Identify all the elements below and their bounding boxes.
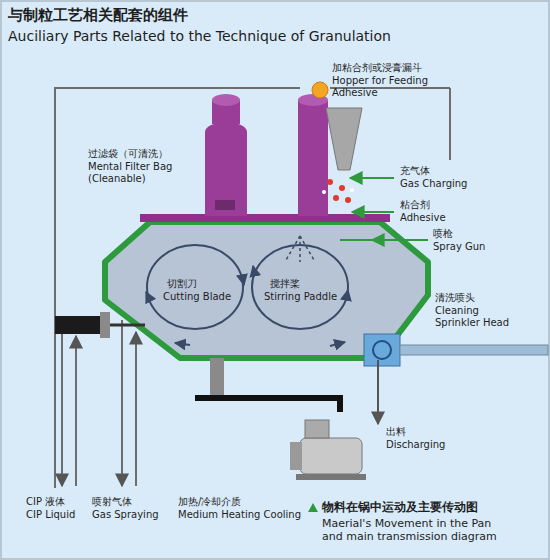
part-label: CIP Liquid — [26, 509, 75, 521]
hopper-part-part — [350, 188, 354, 192]
part-label: Spray Gun — [433, 241, 485, 253]
drive-part — [296, 474, 366, 480]
caption-text: Maerial's Movement in the Pan and main t… — [322, 517, 512, 543]
feed-arrows-part — [340, 239, 372, 241]
title: 与制粒工艺相关配套的组件 — [8, 6, 188, 24]
spray-pattern-part — [300, 236, 314, 260]
drive-part — [290, 442, 302, 470]
filter-bag-tower-part — [212, 94, 240, 106]
frame-lines-part — [75, 336, 77, 486]
material-flow-part — [147, 245, 243, 329]
spray-pattern-part — [299, 236, 301, 262]
part-label: Adhesive — [400, 212, 446, 224]
filter-bag-tower-part — [215, 200, 235, 210]
sprinkler-head-part — [364, 334, 400, 366]
drive-part — [377, 360, 379, 424]
part-label: Stirring Paddle — [264, 291, 337, 303]
part-label: Gas Charging — [400, 178, 467, 190]
subtitle: Auciliary Parts Related to the Technique… — [8, 28, 391, 45]
material-flow-part — [346, 290, 348, 300]
lid — [140, 214, 390, 222]
part-label: 充气体 — [400, 165, 430, 177]
part-label: 过滤袋（可清洗） — [88, 148, 168, 160]
part-label: Mental Filter Bag (Cleanable) — [88, 161, 188, 185]
feed-arrows-part — [352, 211, 394, 213]
part-label: Cutting Blade — [163, 291, 231, 303]
hopper-part — [322, 188, 354, 194]
material-flow-part — [252, 245, 348, 329]
part-label: Hopper for Feeding Adhesive — [332, 75, 437, 99]
hopper-part — [326, 108, 362, 170]
cutting-motor-part — [100, 312, 110, 338]
drive-part — [195, 398, 340, 412]
spray-pattern-part — [286, 236, 300, 260]
sprinkler-head-part — [373, 341, 391, 359]
hopper-part-part — [333, 195, 339, 201]
part-label: 喷射气体 — [92, 496, 132, 508]
spray-pattern — [286, 236, 314, 262]
hopper-part-part — [345, 197, 351, 203]
frame-lines-part — [449, 88, 451, 160]
drive-part — [210, 358, 224, 396]
part-label: Gas Spraying — [92, 509, 159, 521]
material-flow-part — [242, 275, 244, 285]
part-label: 切割刀 — [167, 278, 197, 290]
part-label: Medium Heating Cooling — [178, 509, 301, 521]
sprinkler-head-part — [400, 345, 548, 355]
hopper-part-part — [327, 179, 333, 185]
frame-lines-part — [61, 330, 63, 486]
cutting-motor — [55, 312, 145, 338]
hopper-part — [327, 179, 351, 203]
part-label: Discharging — [386, 439, 445, 451]
part-label: 粘合剂 — [400, 199, 430, 211]
part-label: 加粘合剂或浸膏漏斗 — [332, 62, 422, 74]
material-flow-part — [253, 266, 255, 275]
drive-part — [300, 438, 362, 474]
caption: 物料在锅中运动及主要传动图 — [322, 500, 478, 514]
hopper-part-part — [322, 190, 326, 194]
frame-lines-part — [135, 332, 137, 486]
hopper-part-part — [339, 185, 345, 191]
filter-bag-tower-part — [205, 122, 247, 142]
filter-bag-tower — [205, 94, 247, 216]
part-label: CIP 液体 — [26, 496, 65, 508]
cutting-motor-part — [55, 316, 103, 334]
sprinkler-head — [364, 334, 548, 366]
material-flow — [146, 245, 348, 346]
material-flow-part — [146, 292, 150, 300]
drive-part — [305, 420, 329, 438]
material-flow-part — [330, 342, 345, 346]
drive — [195, 358, 378, 480]
material-flow-part — [175, 343, 190, 345]
part-label: 清洗喷头 — [435, 292, 475, 304]
feed-arrows-part — [350, 177, 394, 179]
cutting-motor-part — [110, 324, 145, 327]
frame-lines — [55, 88, 450, 488]
hopper-part — [312, 82, 328, 98]
filter-bag-tower-part — [205, 132, 247, 216]
feed-arrows-part — [372, 239, 428, 241]
frame-lines-part — [121, 320, 123, 486]
hopper-part — [298, 100, 328, 216]
hopper — [298, 82, 362, 216]
part-label: Cleaning Sprinkler Head — [435, 305, 519, 329]
part-label: 出料 — [386, 426, 406, 438]
part-label: 加热/冷却介质 — [178, 496, 241, 508]
caption-marker — [308, 503, 318, 512]
part-label: 喷枪 — [433, 228, 453, 240]
part-label: 搅拌桨 — [270, 278, 300, 290]
